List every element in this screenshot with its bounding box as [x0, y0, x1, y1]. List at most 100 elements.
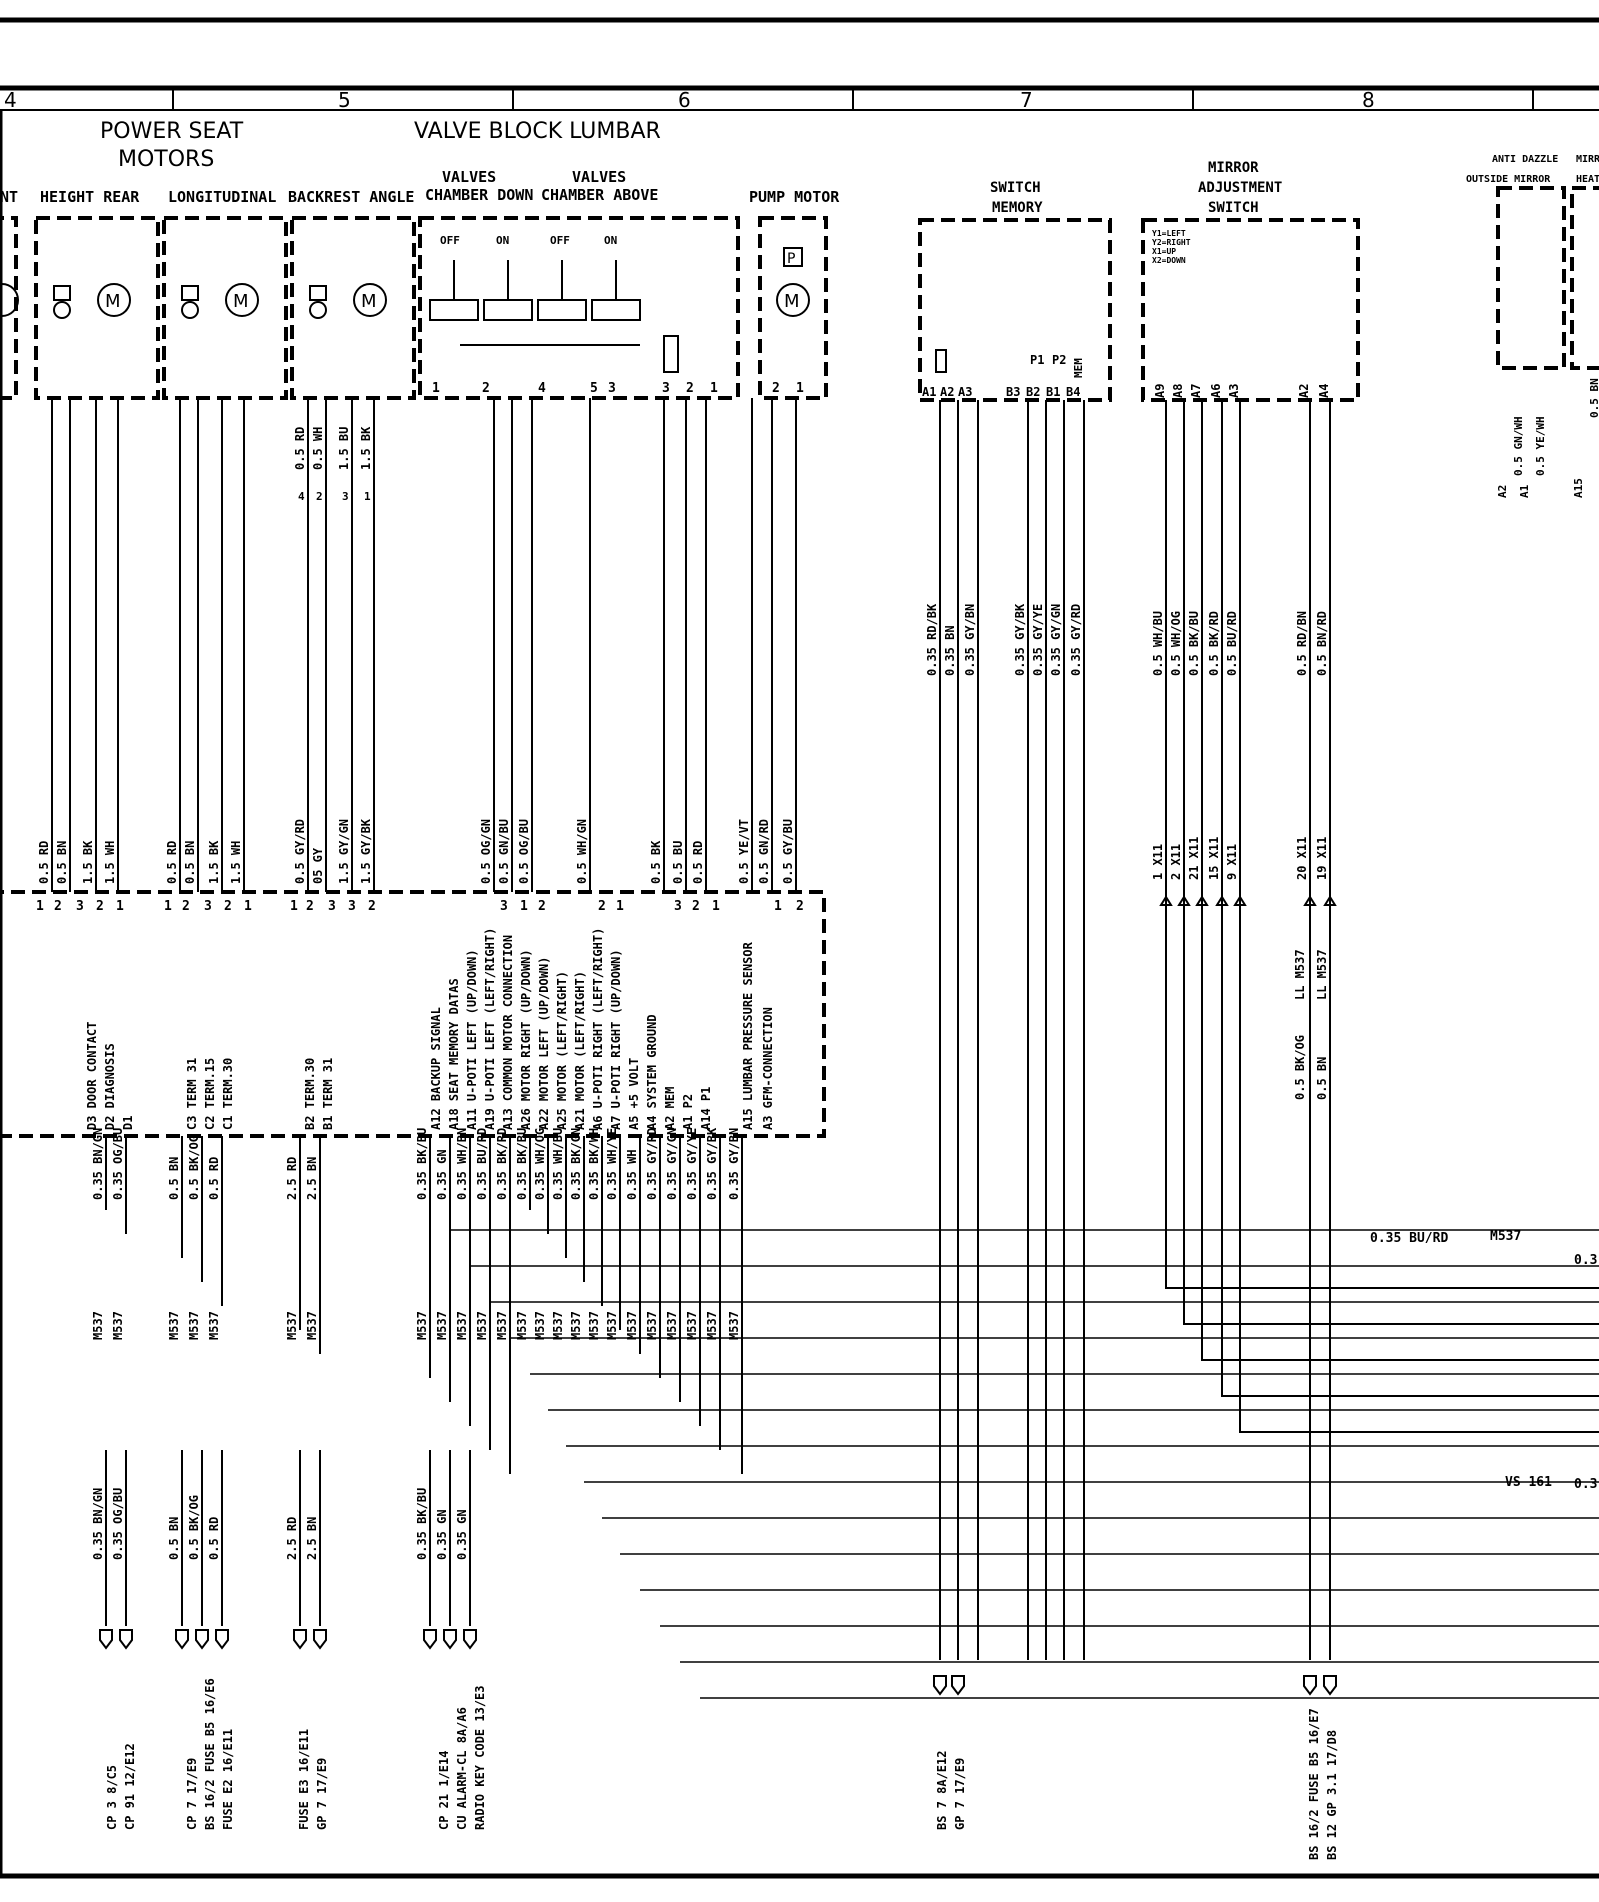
mirror-switch-wire: 0.5 WH/BU [1151, 611, 1165, 676]
vs161-partial: 0.3 [1574, 1477, 1597, 1492]
cu-function: A12 BACKUP SIGNAL [429, 1007, 443, 1130]
m537-label: M537 [111, 1311, 125, 1340]
lower-wire: 0.35 GY/YE [685, 1128, 699, 1200]
x11-label: 15 X11 [1207, 837, 1221, 880]
svg-text:1: 1 [710, 381, 718, 396]
header-mirror: MIRROR [1208, 160, 1259, 176]
svg-text:A1: A1 [922, 385, 936, 399]
svg-text:A2: A2 [940, 385, 954, 399]
cu-function: A25 MOTOR (LEFT/RIGHT) [555, 971, 569, 1130]
pin-valves-b: 2 [598, 899, 606, 914]
wire-label-height_rear: 1.5 BK [81, 840, 95, 884]
pin-valves-c: 2 [692, 899, 700, 914]
pin-height-rear: 1 [36, 899, 44, 914]
terminal-icon [1323, 1675, 1337, 1696]
svg-text:P: P [787, 251, 795, 267]
m537-label: M537 [285, 1311, 299, 1340]
wire-label-valves: 0.5 YE/VT [737, 819, 751, 884]
x11-label: 21 X11 [1187, 837, 1201, 880]
wire-label-valves: 0.5 GN/BU [497, 819, 511, 884]
wire-label-longitudinal: 0.5 RD [165, 841, 179, 884]
header-switch-2: SWITCH [1208, 200, 1259, 216]
cu-function: A6 U-POTI RIGHT (LEFT/RIGHT) [591, 928, 605, 1130]
header-height-front-partial: NT [0, 188, 18, 206]
m537-label: M537 [415, 1311, 429, 1340]
m537-label: M537 [685, 1311, 699, 1340]
wire-label-longitudinal: 1.5 WH [229, 841, 243, 884]
mirror-pin: A6 [1209, 384, 1223, 398]
pin-lumbar: 2 [796, 899, 804, 914]
mirror-pin: A8 [1171, 384, 1185, 398]
svg-text:5: 5 [590, 381, 598, 396]
svg-text:M: M [233, 291, 249, 312]
bottom-ref-label: CP 21 1/E14 [437, 1751, 451, 1830]
bottom-wire: 0.35 GN [435, 1509, 449, 1560]
wire-label-height_rear: 1.5 WH [103, 841, 117, 884]
wire-label-backrest: 1.5 GY/BK [359, 818, 373, 884]
svg-text:OFF: OFF [550, 234, 570, 247]
wire-label-valves: 0.5 OG/GN [479, 819, 493, 884]
pin-longitudinal: 1 [164, 899, 172, 914]
header-memory: MEMORY [992, 200, 1043, 216]
backrest-upper-wire: 1.5 BU [337, 427, 351, 470]
m537-label: M537 [305, 1311, 319, 1340]
terminal-icon [99, 1629, 113, 1650]
terminal-icon [175, 1629, 189, 1650]
svg-text:2: 2 [686, 381, 694, 396]
svg-text:P1: P1 [1030, 353, 1044, 367]
mirror-switch-wire: 0.5 BK/BU [1187, 611, 1201, 676]
lower-wire: 0.35 WH/OG [533, 1128, 547, 1200]
wire-label-valves: 0.5 BK [649, 840, 663, 884]
switch-memory-wire: 0.35 GY/YE [1031, 604, 1045, 676]
mirror-pin: A9 [1153, 384, 1167, 398]
header-chamber-down: CHAMBER DOWN [425, 186, 533, 204]
terminal-icon [215, 1629, 229, 1650]
pin-height-rear: 1 [116, 899, 124, 914]
cu-function: A14 P1 [699, 1087, 713, 1130]
backrest-upper-wire: 1.5 BK [359, 426, 373, 470]
pin-valves-a: 2 [538, 899, 546, 914]
m537-label: M537 [569, 1311, 583, 1340]
backrest-upper-pin: 4 [298, 490, 305, 503]
lower-wire: 0.35 GY/RD [645, 1128, 659, 1200]
m537-label: M537 [167, 1311, 181, 1340]
col-number-6: 6 [678, 88, 691, 112]
m537-label: M537 [587, 1311, 601, 1340]
pin-backrest: 2 [368, 899, 376, 914]
bottom-wire: 0.5 BK/OG [187, 1495, 201, 1560]
lower-wire: 0.35 GN [435, 1149, 449, 1200]
x11-label: 19 X11 [1315, 837, 1329, 880]
terminal-icon [423, 1629, 437, 1650]
ll-label: LL M537 [1315, 949, 1329, 1000]
lower-wire: 2.5 RD [285, 1157, 299, 1200]
switch-memory-wire: 0.35 RD/BK [925, 603, 939, 676]
wire-label-height_rear: 0.5 BN [55, 841, 69, 884]
terminal-icon [933, 1675, 947, 1696]
pin-height-rear: 2 [54, 899, 62, 914]
svg-text:OFF: OFF [440, 234, 460, 247]
cu-function: A19 U-POTI LEFT (LEFT/RIGHT) [483, 928, 497, 1130]
bottom-ref-label: FUSE E2 16/E11 [221, 1729, 235, 1830]
mirror-switch-wire: 0.5 BK/RD [1207, 611, 1221, 676]
x11-label: 2 X11 [1169, 844, 1183, 880]
header-pump-motor: PUMP MOTOR [749, 188, 840, 206]
pin-valves-c: 1 [712, 899, 720, 914]
header-adjustment: ADJUSTMENT [1198, 180, 1282, 196]
bottom-wire: 0.35 BK/BU [415, 1488, 429, 1560]
bottom-wire: 0.5 BN [167, 1517, 181, 1560]
svg-text:2: 2 [772, 381, 780, 396]
bottom-ref-label: CP 91 12/E12 [123, 1743, 137, 1830]
bottom-ref-label: BS 16/2 FUSE B5 16/E6 [203, 1678, 217, 1830]
mirror-right-wire: 0.5 BN [1588, 378, 1599, 418]
col-number-7: 7 [1020, 88, 1033, 112]
svg-text:4: 4 [538, 381, 546, 396]
header-valves-1: VALVES [442, 168, 496, 186]
m537-label: M537 [625, 1311, 639, 1340]
header-height-rear: HEIGHT REAR [40, 188, 140, 206]
svg-text:ON: ON [604, 234, 617, 247]
bottom-ref-label: CU ALARM-CL 8A/A6 [455, 1707, 469, 1830]
svg-text:M: M [784, 291, 800, 312]
